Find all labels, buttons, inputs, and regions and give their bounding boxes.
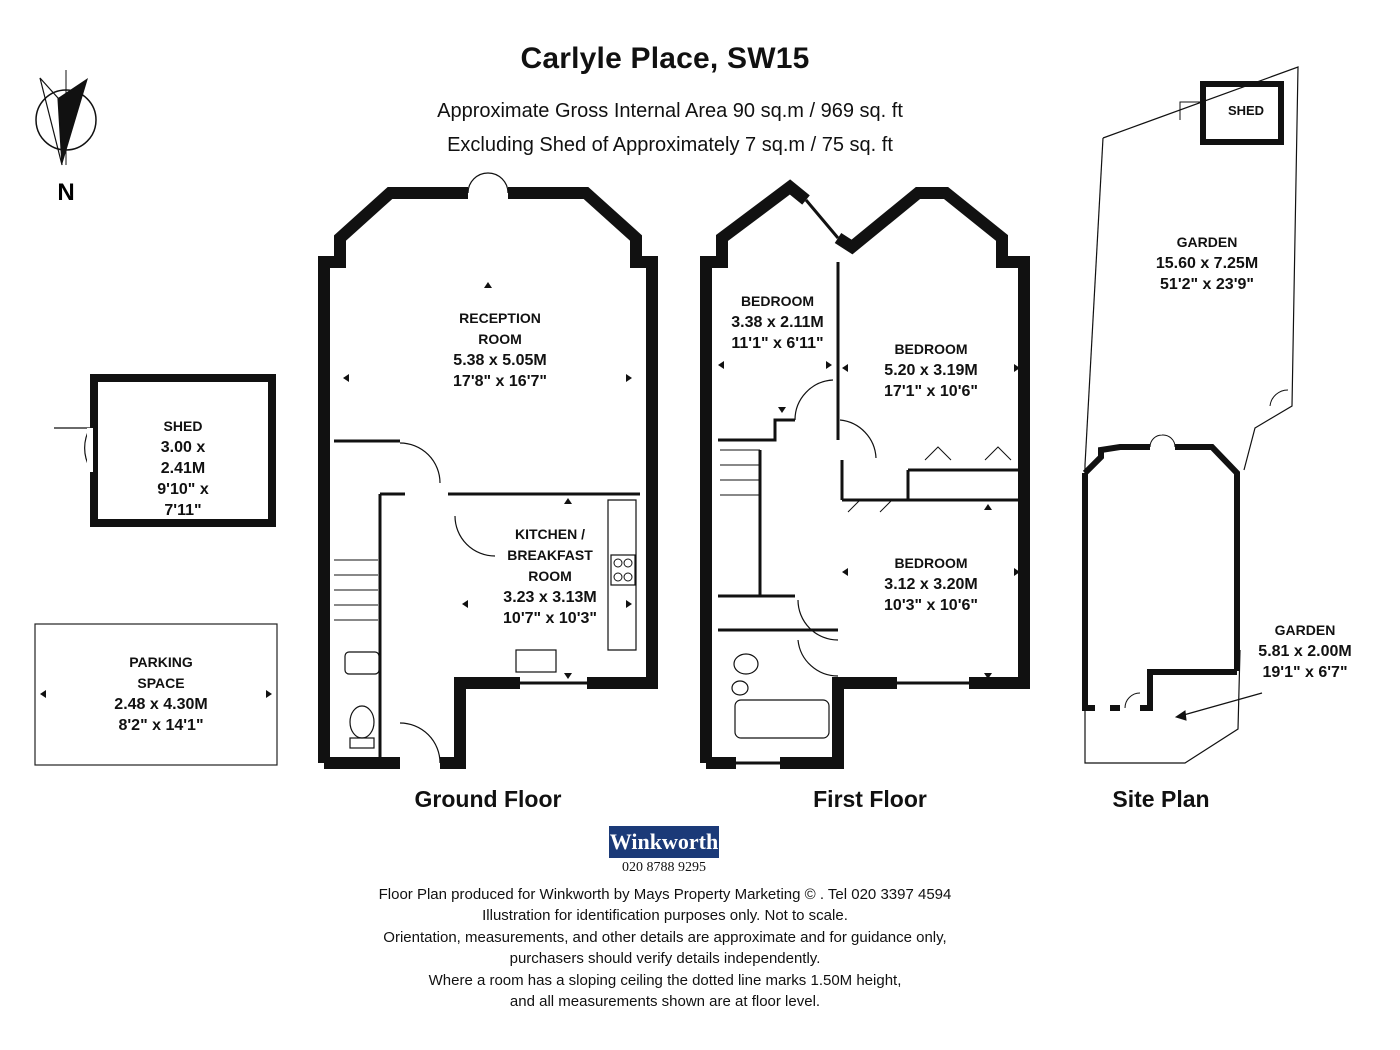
room-metric: 2.48 x 4.30M bbox=[114, 696, 208, 713]
room-imperial: 10'7" x 10'3" bbox=[503, 610, 597, 627]
room-imperial: 8'2" x 14'1" bbox=[118, 717, 204, 734]
room-imperial: 11'1" x 6'11" bbox=[731, 335, 824, 352]
bedroom-small-label: BEDROOM 3.38 x 2.11M 11'1" x 6'11" bbox=[715, 291, 840, 354]
bedroom-rear-label: BEDROOM 3.12 x 3.20M 10'3" x 10'6" bbox=[866, 553, 996, 616]
site-shed-label: SHED bbox=[1224, 100, 1268, 121]
plan-title: Carlyle Place, SW15 bbox=[520, 42, 810, 75]
room-name: GARDEN bbox=[1176, 234, 1238, 250]
footer-line-1: Floor Plan produced for Winkworth by May… bbox=[378, 886, 952, 903]
logo-phone: 020 8788 9295 bbox=[622, 860, 706, 875]
garden-front-label: GARDEN 5.81 x 2.00M 19'1" x 6'7" bbox=[1243, 620, 1367, 683]
room-name: KITCHEN / bbox=[515, 526, 585, 542]
footer-line-4: purchasers should verify details indepen… bbox=[509, 950, 821, 967]
room-imperial: 17'8" x 16'7" bbox=[453, 373, 547, 390]
room-imperial: 9'10" x 7'11" bbox=[157, 481, 209, 519]
room-metric: 15.60 x 7.25M bbox=[1155, 255, 1259, 272]
room-name: GARDEN bbox=[1274, 622, 1336, 638]
room-metric: 3.23 x 3.13M bbox=[503, 589, 597, 606]
compass-north-label: N bbox=[57, 179, 74, 206]
room-name: RECEPTION bbox=[459, 310, 541, 326]
room-metric: 3.00 x 2.41M bbox=[160, 439, 206, 477]
parking-space-outline bbox=[34, 623, 278, 766]
room-name: ROOM bbox=[478, 331, 522, 347]
first-floor-plan bbox=[700, 179, 1030, 769]
room-name: SHED bbox=[1227, 103, 1265, 118]
room-name: BEDROOM bbox=[740, 293, 815, 309]
room-metric: 3.38 x 2.11M bbox=[731, 314, 824, 331]
shed-exclusion-line: Excluding Shed of Approximately 7 sq.m /… bbox=[447, 134, 893, 156]
room-name: SHED bbox=[163, 418, 203, 434]
footer-line-5: Where a room has a sloping ceiling the d… bbox=[428, 972, 902, 989]
winkworth-logo: Winkworth bbox=[609, 826, 719, 858]
room-name: BEDROOM bbox=[894, 555, 968, 571]
room-imperial: 17'1" x 10'6" bbox=[884, 383, 978, 400]
room-name: BEDROOM bbox=[894, 341, 968, 357]
room-imperial: 10'3" x 10'6" bbox=[884, 597, 978, 614]
compass-icon bbox=[35, 70, 97, 166]
room-imperial: 51'2" x 23'9" bbox=[1160, 276, 1254, 293]
reception-room-label: RECEPTION ROOM 5.38 x 5.05M 17'8" x 16'7… bbox=[430, 308, 570, 392]
parking-label: PARKING SPACE 2.48 x 4.30M 8'2" x 14'1" bbox=[96, 652, 226, 736]
room-name: BREAKFAST bbox=[507, 547, 593, 563]
footer-line-6: and all measurements shown are at floor … bbox=[509, 993, 821, 1010]
site-plan-label: Site Plan bbox=[1112, 786, 1210, 812]
room-metric: 3.12 x 3.20M bbox=[884, 576, 978, 593]
shed-plan bbox=[54, 374, 276, 527]
site-plan bbox=[1082, 66, 1299, 764]
footer-line-2: Illustration for identification purposes… bbox=[482, 907, 848, 924]
gross-area-line: Approximate Gross Internal Area 90 sq.m … bbox=[437, 100, 903, 122]
ground-floor-plan bbox=[318, 172, 658, 769]
room-name: ROOM bbox=[528, 568, 572, 584]
first-floor-label: First Floor bbox=[813, 786, 927, 812]
shed-label: SHED 3.00 x 2.41M 9'10" x 7'11" bbox=[138, 416, 228, 521]
ground-floor-label: Ground Floor bbox=[414, 786, 562, 812]
room-metric: 5.81 x 2.00M bbox=[1258, 643, 1352, 660]
room-name: PARKING bbox=[129, 654, 193, 670]
kitchen-label: KITCHEN / BREAKFAST ROOM 3.23 x 3.13M 10… bbox=[485, 524, 615, 629]
footer-line-3: Orientation, measurements, and other det… bbox=[383, 929, 947, 946]
bedroom-front-label: BEDROOM 5.20 x 3.19M 17'1" x 10'6" bbox=[866, 339, 996, 402]
garden-main-label: GARDEN 15.60 x 7.25M 51'2" x 23'9" bbox=[1142, 232, 1272, 295]
room-name: SPACE bbox=[137, 675, 185, 691]
room-metric: 5.38 x 5.05M bbox=[453, 352, 547, 369]
room-metric: 5.20 x 3.19M bbox=[884, 362, 978, 379]
room-imperial: 19'1" x 6'7" bbox=[1262, 664, 1348, 681]
